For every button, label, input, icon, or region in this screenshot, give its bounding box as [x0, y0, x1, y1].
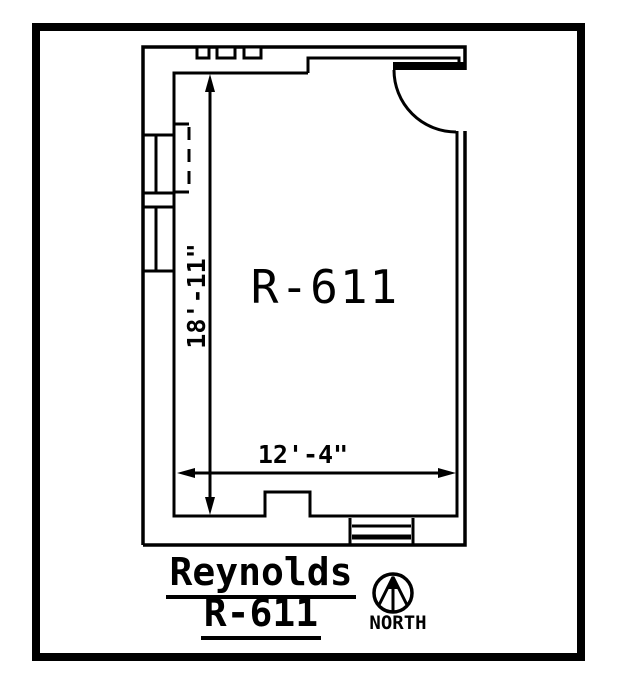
hidden-feature-dashed [174, 122, 191, 194]
wall-fixture [215, 45, 237, 60]
arrowhead-right-icon [438, 468, 456, 478]
arrowhead-down-icon [205, 497, 215, 515]
arrowhead-left-icon [177, 468, 195, 478]
door-swing-arc [392, 69, 457, 134]
wall-outer-bottom-right [143, 131, 467, 547]
drawing-title-name: Reynolds [141, 550, 381, 599]
horizontal-dimension-line [177, 468, 456, 478]
drawing-title-name-text: Reynolds [166, 550, 356, 599]
room-number-label: R-611 [250, 260, 400, 314]
north-arrowhead [388, 575, 398, 589]
wall-outer-left-top [141, 45, 467, 545]
sheet-border [32, 23, 585, 661]
drawing-title-room-text: R-611 [200, 591, 322, 640]
north-label: NORTH [369, 612, 427, 634]
drawing-title-room: R-611 [141, 591, 381, 640]
vertical-dimension-line [205, 74, 215, 515]
horizontal-dimension-label: 12'-4" [257, 440, 349, 469]
wall-top-step [306, 56, 461, 73]
wall-inner-face [172, 71, 459, 518]
wall-fixture [195, 45, 211, 60]
vertical-dimension-label: 18'-11" [182, 243, 211, 349]
door-head-bar [393, 62, 465, 70]
bottom-wall-window [348, 518, 415, 545]
left-wall-cavity-detail [144, 133, 173, 273]
wall-fixture [242, 45, 263, 60]
arrowhead-up-icon [205, 74, 215, 92]
north-arrow-icon [372, 572, 414, 614]
top-wall-fixtures [195, 45, 263, 60]
